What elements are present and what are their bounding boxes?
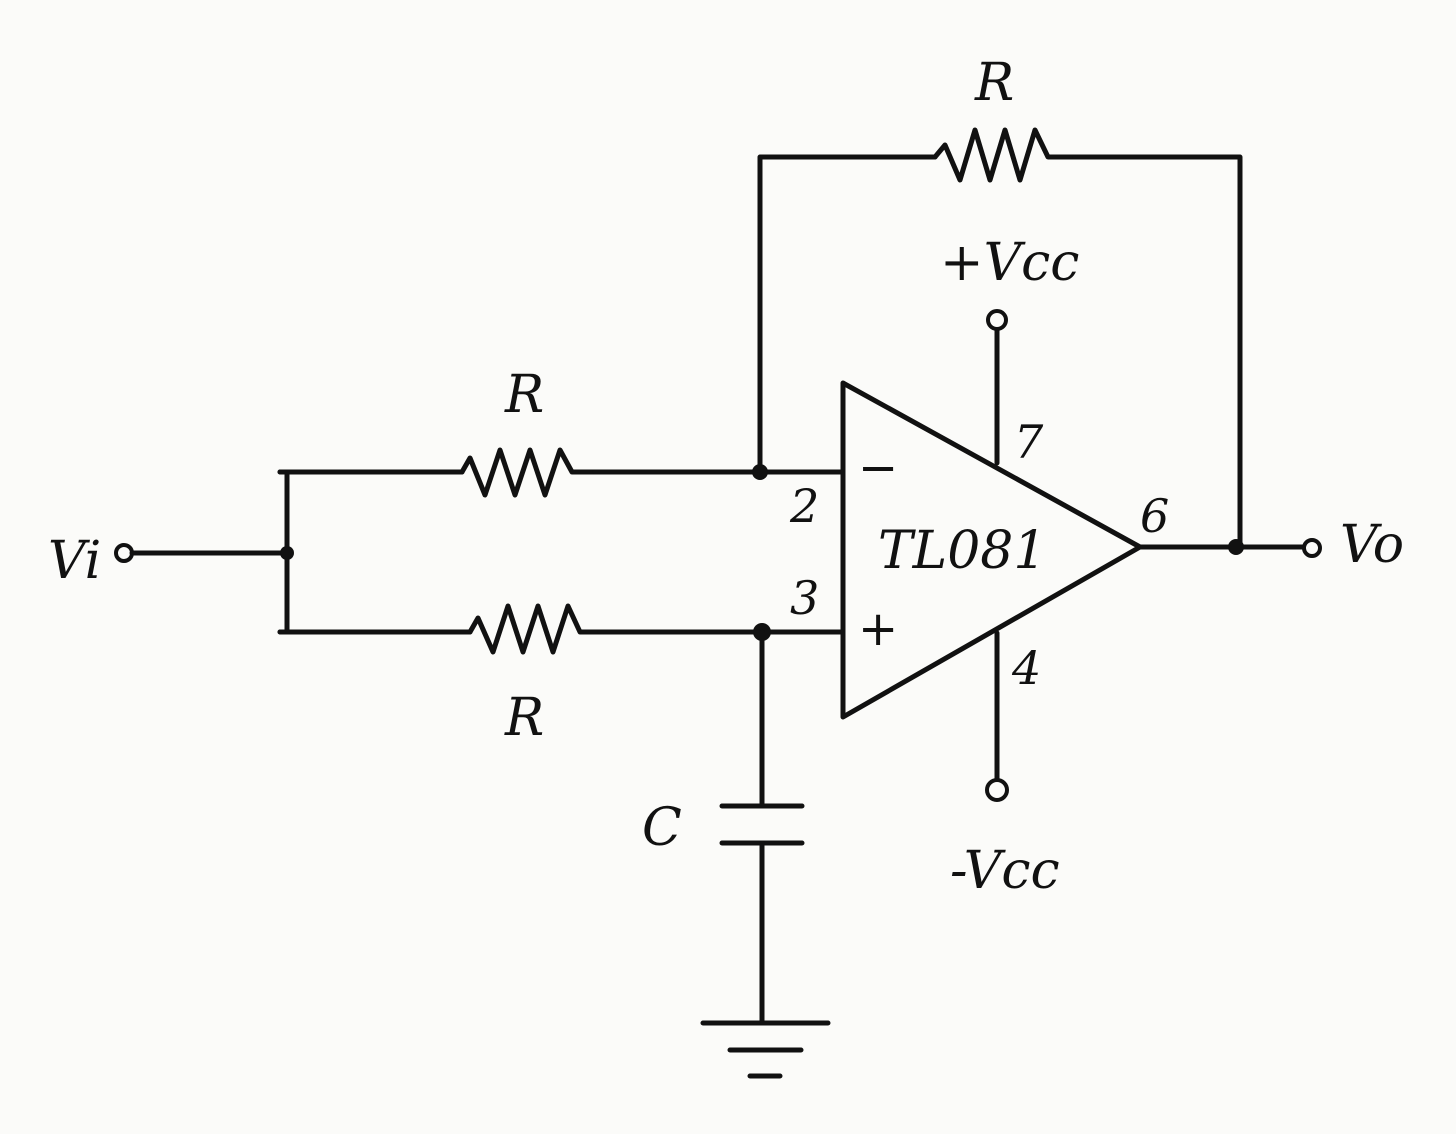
- inverting-sign: −: [858, 440, 898, 496]
- pin-6-label: 6: [1140, 489, 1169, 543]
- ground-symbol: [700, 1020, 831, 1079]
- noninverting-sign: +: [858, 601, 898, 657]
- feedback-wire-right: [1072, 154, 1243, 550]
- resistor-bottom-symbol: [467, 603, 603, 655]
- pos-supply-label: +Vcc: [940, 233, 1079, 293]
- resistor-top-symbol: [459, 447, 598, 498]
- output-junction-dot: [1228, 539, 1244, 555]
- opamp-triangle: [840, 380, 1143, 720]
- pin-4-label: 4: [1011, 641, 1041, 695]
- neg-supply-label: -Vcc: [950, 841, 1060, 901]
- input-label: Vi: [48, 531, 101, 591]
- output-label: Vo: [1340, 515, 1404, 575]
- opamp-label: TL081: [878, 521, 1046, 581]
- pin-3-label: 3: [790, 571, 819, 625]
- resistor-feedback-symbol: [932, 127, 1078, 183]
- pos-supply-terminal: [986, 309, 1008, 331]
- neg-supply-terminal: [985, 778, 1009, 802]
- capacitor-label: C: [642, 798, 682, 858]
- feedback-wire-left: [757, 154, 938, 475]
- pin-2-label: 2: [789, 479, 819, 533]
- feedback-resistor-label: R: [974, 53, 1014, 113]
- output-terminal: [1302, 538, 1322, 558]
- top-resistor-label: R: [504, 365, 544, 425]
- bottom-resistor-label: R: [504, 688, 544, 748]
- pin-7-label: 7: [1014, 415, 1044, 469]
